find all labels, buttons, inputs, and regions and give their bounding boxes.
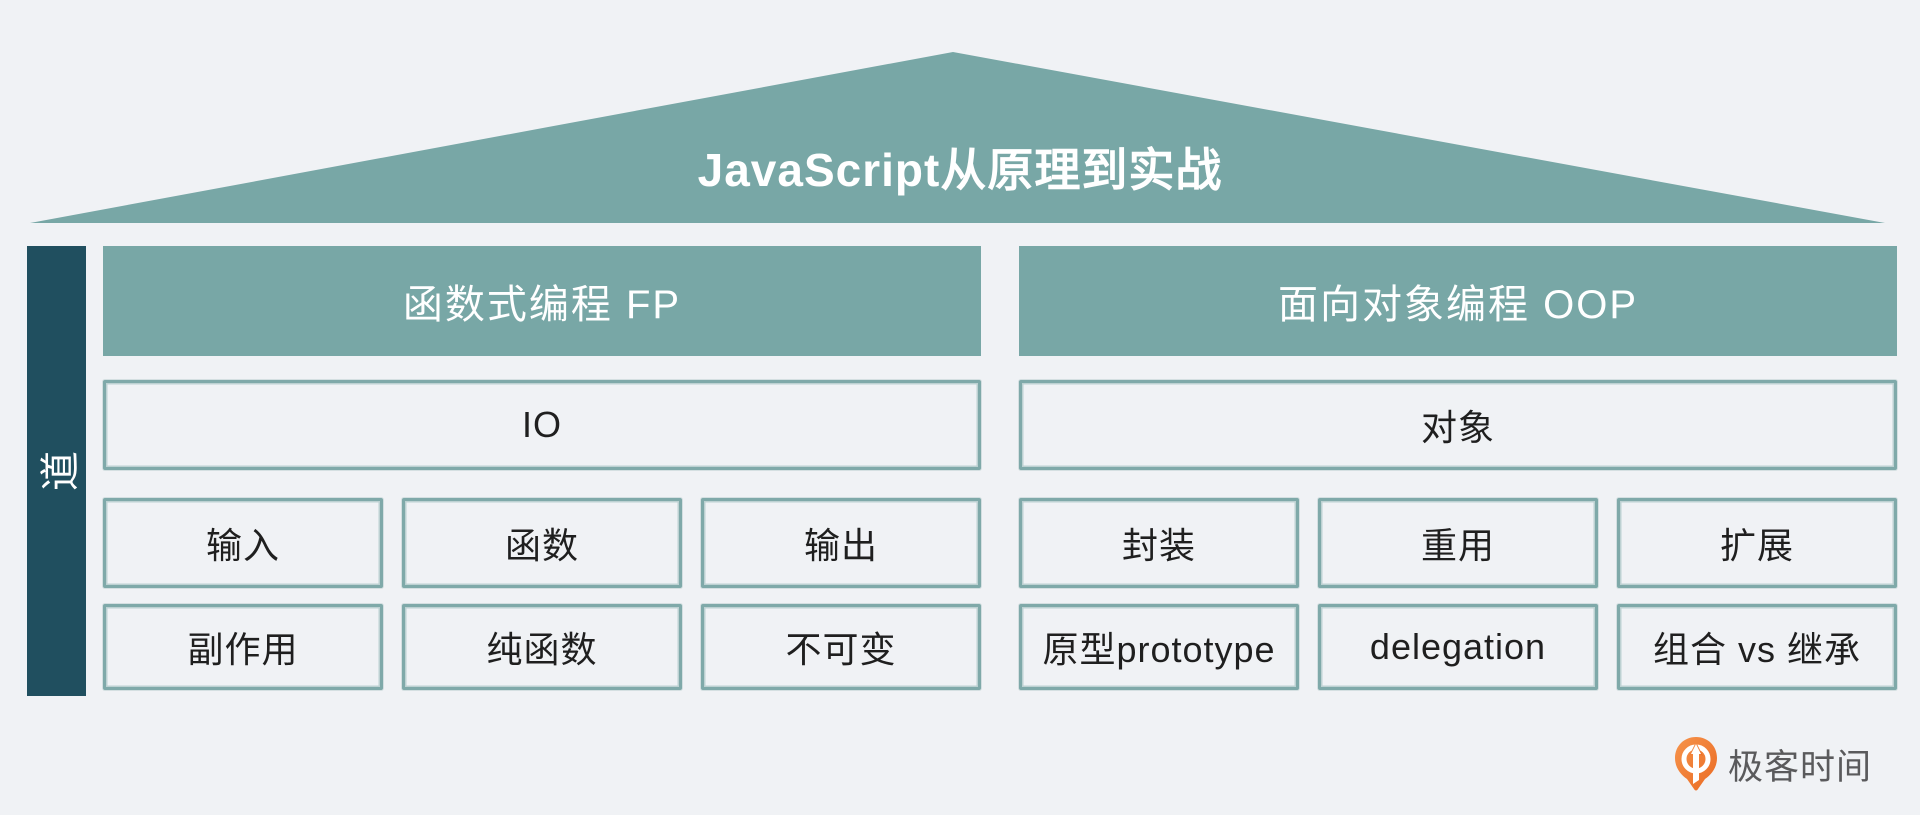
fp-cell-pure-function: 纯函数 (402, 604, 682, 690)
fp-cell-output: 输出 (701, 498, 981, 588)
fp-cell-immutable: 不可变 (701, 604, 981, 690)
oop-cell-prototype: 原型prototype (1019, 604, 1299, 690)
oop-cell-delegation: delegation (1318, 604, 1598, 690)
fp-cell-side-effect: 副作用 (103, 604, 383, 690)
oop-row-3: 原型prototype delegation 组合 vs 继承 (1019, 604, 1897, 690)
oop-cell-composition-vs-inheritance: 组合 vs 继承 (1617, 604, 1897, 690)
fp-row-2: 输入 函数 输出 (103, 498, 981, 588)
fp-cell-function: 函数 (402, 498, 682, 588)
principle-pillar: 道 (27, 246, 86, 696)
page-title: JavaScript从原理到实战 (697, 144, 1223, 196)
column-fp: 函数式编程 FP IO 输入 函数 输出 副作用 纯函数 不可变 (103, 246, 981, 690)
fp-cell-input: 输入 (103, 498, 383, 588)
column-fp-header: 函数式编程 FP (103, 246, 981, 356)
oop-cell-encapsulation: 封装 (1019, 498, 1299, 588)
oop-cell-object: 对象 (1019, 380, 1897, 470)
roof-triangle (30, 52, 1885, 223)
fp-cell-io: IO (103, 380, 981, 470)
geektime-pin-icon (1675, 737, 1717, 791)
geektime-logo-text: 极客时间 (1728, 747, 1873, 787)
column-oop: 面向对象编程 OOP 对象 封装 重用 扩展 原型prototype deleg… (1019, 246, 1897, 690)
principle-pillar-label: 道 (38, 451, 83, 491)
fp-row-3: 副作用 纯函数 不可变 (103, 604, 981, 690)
oop-row-2: 封装 重用 扩展 (1019, 498, 1897, 588)
geektime-logo: 极客时间 (1673, 736, 1872, 792)
oop-cell-extend: 扩展 (1617, 498, 1897, 588)
column-oop-header: 面向对象编程 OOP (1019, 246, 1897, 356)
oop-cell-reuse: 重用 (1318, 498, 1598, 588)
